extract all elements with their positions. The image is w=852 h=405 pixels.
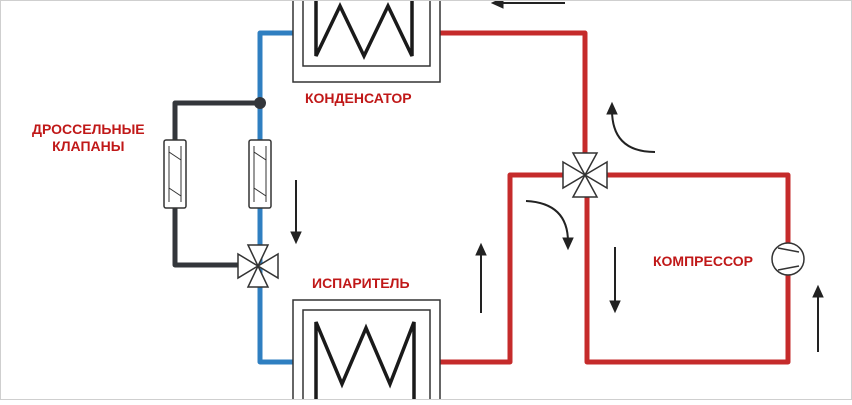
condenser-label: КОНДЕНСАТОР — [305, 90, 412, 106]
hot-line-return — [584, 192, 791, 365]
evaporator-unit — [292, 299, 441, 405]
four-way-valve — [562, 152, 608, 198]
arrow-top-left — [490, 0, 565, 9]
junction-node — [254, 97, 266, 109]
three-way-valve-left — [237, 244, 279, 288]
throttle-label-line1: ДРОССЕЛЬНЫЕ — [32, 121, 145, 137]
arrow-curved-up — [606, 101, 656, 153]
throttle-valve-right — [248, 139, 272, 209]
arrow-down-right — [609, 247, 621, 314]
condenser-unit — [292, 0, 441, 83]
arrow-curved-down — [525, 200, 574, 251]
evaporator-coil — [314, 321, 416, 400]
arrow-down-left — [290, 180, 302, 245]
bypass-line — [172, 100, 260, 268]
throttle-label-line2: КЛАПАНЫ — [52, 138, 125, 154]
throttle-valves-label: ДРОССЕЛЬНЫЕ КЛАПАНЫ — [32, 121, 145, 155]
arrow-up-right — [812, 284, 824, 352]
arrow-up-middle — [475, 242, 487, 313]
hot-line-loop — [606, 172, 791, 243]
hot-line-top — [440, 30, 588, 172]
evaporator-label: ИСПАРИТЕЛЬ — [312, 275, 410, 291]
throttle-valve-left — [163, 139, 187, 209]
condenser-coil — [314, 0, 414, 61]
hot-line-evap-out — [440, 172, 565, 365]
compressor-unit — [771, 242, 805, 276]
compressor-label: КОМПРЕССОР — [653, 253, 753, 269]
